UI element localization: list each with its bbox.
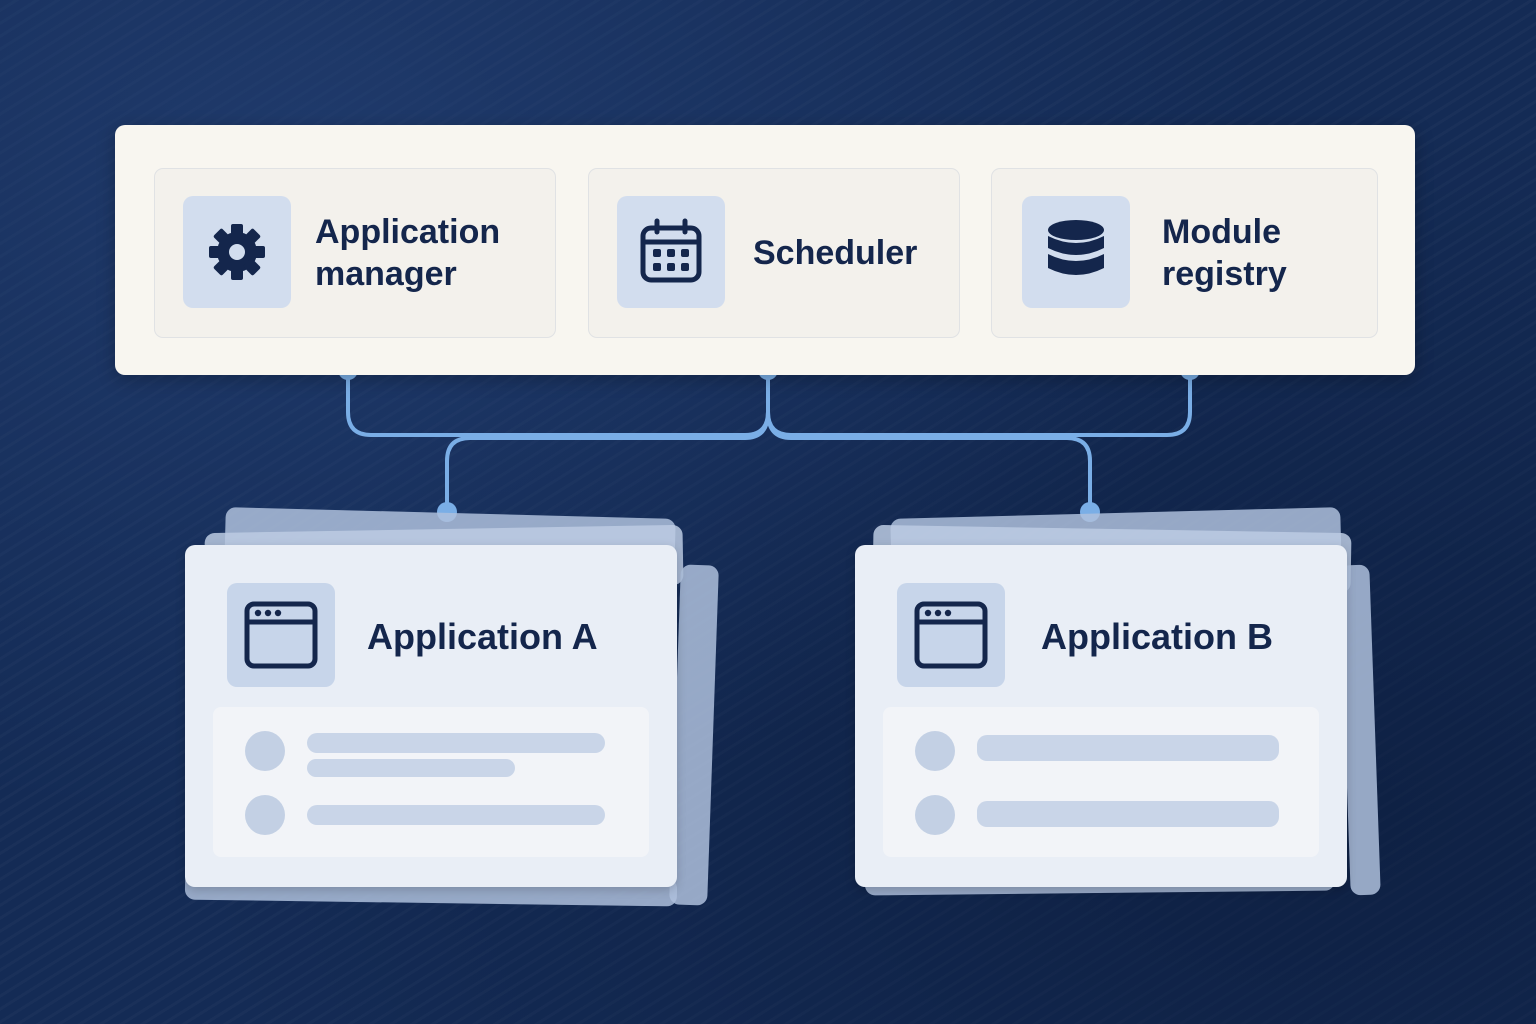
connector-registry (766, 368, 1192, 437)
database-icon (1022, 196, 1130, 308)
application-b-list (883, 707, 1319, 857)
list-line (307, 805, 605, 825)
app-window-icon (227, 583, 335, 687)
list-line (307, 733, 605, 753)
application-a-title: Application A (367, 616, 598, 657)
system-services-panel: Application manager (115, 125, 1415, 375)
module-label-registry: Module registry (1162, 213, 1287, 293)
app-window-icon (897, 583, 1005, 687)
application-b-title: Application B (1041, 616, 1273, 657)
application-b-card[interactable]: Application B (855, 545, 1347, 887)
connector-app-manager (346, 368, 770, 437)
list-bullet (245, 795, 285, 835)
application-a-stack: Application A (184, 507, 725, 915)
module-registry[interactable]: Module registry (992, 169, 1377, 337)
list-bullet (245, 731, 285, 771)
list-bullet (915, 795, 955, 835)
module-application-manager[interactable]: Application manager (155, 169, 555, 337)
module-label-scheduler: Scheduler (753, 234, 918, 272)
list-line (977, 801, 1279, 827)
gear-icon (183, 196, 291, 308)
module-label-application-manager: Application manager (315, 213, 501, 293)
connector-application-b (766, 410, 1092, 514)
module-scheduler[interactable]: Scheduler (589, 169, 959, 337)
connector-application-a (445, 410, 770, 514)
list-bullet (915, 731, 955, 771)
application-a-list (213, 707, 649, 857)
calendar-icon (617, 196, 725, 308)
list-line (977, 735, 1279, 761)
list-line (307, 759, 515, 777)
application-a-card[interactable]: Application A (185, 545, 677, 887)
application-b-stack: Application B (855, 507, 1395, 915)
